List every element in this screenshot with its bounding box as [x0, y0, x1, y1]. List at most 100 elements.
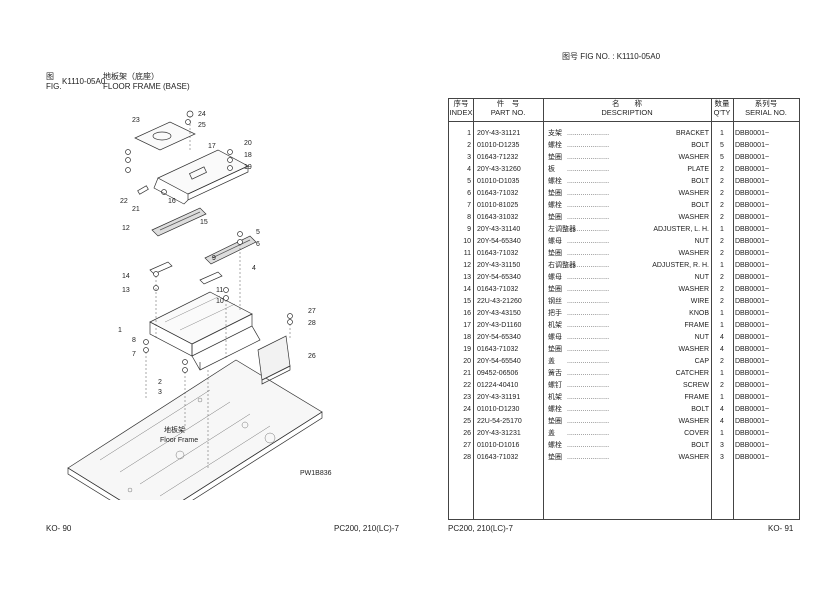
cell-index: 16	[463, 310, 471, 317]
cell-qty: 1	[720, 322, 724, 329]
cell-index: 1	[467, 130, 471, 137]
callout-18: 18	[244, 152, 252, 159]
adjuster-right	[151, 207, 207, 237]
table-row: ........................................…	[449, 248, 799, 260]
cell-index: 13	[463, 274, 471, 281]
cell-qty: 4	[720, 406, 724, 413]
top-frame	[134, 121, 196, 151]
cell-index: 20	[463, 358, 471, 365]
fig-no-label-cn: 图号	[562, 52, 578, 61]
cell-desc-cn: 垫圈	[548, 190, 562, 197]
cell-qty: 1	[720, 394, 724, 401]
cell-serial: DBB0001~	[735, 178, 770, 185]
cell-desc-en: NUT	[609, 272, 709, 284]
cell-index: 5	[467, 178, 471, 185]
cell-part-no: 01643-71232	[477, 154, 519, 161]
callout-22: 22	[120, 198, 128, 205]
cell-part-no: 01643-71032	[477, 190, 519, 197]
cell-part-no: 20Y-43-31191	[477, 394, 521, 401]
cell-index: 6	[467, 190, 471, 197]
cell-index: 24	[463, 406, 471, 413]
cell-part-no: 20Y-43-D1160	[477, 322, 522, 329]
cell-qty: 2	[720, 358, 724, 365]
callout-12: 12	[122, 225, 130, 232]
table-row: ........................................…	[449, 392, 799, 404]
right-footer-page: KO- 91	[768, 524, 794, 533]
cell-desc-en: ADJUSTER, L. H.	[609, 224, 709, 236]
cell-serial: DBB0001~	[735, 238, 770, 245]
cell-part-no: 01643-71032	[477, 346, 519, 353]
cell-serial: DBB0001~	[735, 454, 770, 461]
fig-label-cn: 图	[46, 72, 54, 81]
cell-index: 28	[463, 454, 471, 461]
cell-qty: 2	[720, 250, 724, 257]
callout-17: 17	[208, 143, 216, 150]
table-row: ........................................…	[449, 140, 799, 152]
table-row: ........................................…	[449, 308, 799, 320]
callout-21: 21	[132, 206, 140, 213]
cell-serial: DBB0001~	[735, 262, 770, 269]
cell-desc-cn: 簧舌	[548, 370, 562, 377]
cell-serial: DBB0001~	[735, 154, 770, 161]
cell-index: 26	[463, 430, 471, 437]
cell-qty: 2	[720, 274, 724, 281]
cell-serial: DBB0001~	[735, 358, 770, 365]
cell-desc-cn: 垫圈	[548, 286, 562, 293]
cell-serial: DBB0001~	[735, 370, 770, 377]
cell-qty: 3	[720, 442, 724, 449]
callout-6: 6	[256, 241, 260, 248]
callout-14: 14	[122, 273, 130, 280]
cell-desc-en: CATCHER	[609, 368, 709, 380]
cell-index: 15	[463, 298, 471, 305]
table-row: ........................................…	[449, 332, 799, 344]
table-row: ........................................…	[449, 200, 799, 212]
cell-serial: DBB0001~	[735, 442, 770, 449]
cell-index: 9	[467, 226, 471, 233]
cell-desc-en: CAP	[609, 356, 709, 368]
diagram-caption-cn: 地板架	[164, 425, 185, 434]
cell-qty: 2	[720, 214, 724, 221]
cell-qty: 5	[720, 154, 724, 161]
cell-qty: 1	[720, 430, 724, 437]
cell-qty: 2	[720, 166, 724, 173]
cell-qty: 1	[720, 370, 724, 377]
cell-serial: DBB0001~	[735, 322, 770, 329]
cell-index: 17	[463, 322, 471, 329]
cell-index: 10	[463, 238, 471, 245]
cell-qty: 4	[720, 418, 724, 425]
callout-16: 16	[168, 198, 176, 205]
callout-5: 5	[256, 229, 260, 236]
cell-index: 22	[463, 382, 471, 389]
cell-serial: DBB0001~	[735, 346, 770, 353]
cell-serial: DBB0001~	[735, 430, 770, 437]
table-row: ........................................…	[449, 452, 799, 464]
cell-desc-cn: 螺栓	[548, 202, 562, 209]
cell-desc-cn: 左调整器	[548, 226, 576, 233]
exploded-parts-diagram: 1 2 3 4 5 6 7 8 9 10 11 12 13 14 15 16 1…	[67, 110, 323, 500]
cell-part-no: 20Y-54-65340	[477, 274, 521, 281]
cell-desc-cn: 支架	[548, 130, 562, 137]
plate-right	[199, 271, 223, 285]
cell-part-no: 01010-D1035	[477, 178, 520, 185]
cell-desc-cn: 垫圈	[548, 346, 562, 353]
callout-1: 1	[118, 327, 122, 334]
cell-desc-cn: 螺栓	[548, 142, 562, 149]
table-row: ........................................…	[449, 128, 799, 140]
cell-desc-en: BOLT	[609, 176, 709, 188]
cell-qty: 1	[720, 130, 724, 137]
cell-desc-cn: 螺栓	[548, 178, 562, 185]
cell-serial: DBB0001~	[735, 202, 770, 209]
cell-desc-cn: 螺母	[548, 334, 562, 341]
table-row: ........................................…	[449, 164, 799, 176]
cell-qty: 2	[720, 286, 724, 293]
callout-28: 28	[308, 320, 316, 327]
cell-desc-en: FRAME	[609, 320, 709, 332]
cell-part-no: 01643-71032	[477, 454, 519, 461]
table-row: ........................................…	[449, 224, 799, 236]
cell-serial: DBB0001~	[735, 298, 770, 305]
table-row: ........................................…	[449, 152, 799, 164]
cell-desc-cn: 垫圈	[548, 454, 562, 461]
cell-part-no: 20Y-54-65340	[477, 334, 521, 341]
cell-part-no: 01224-40410	[477, 382, 519, 389]
